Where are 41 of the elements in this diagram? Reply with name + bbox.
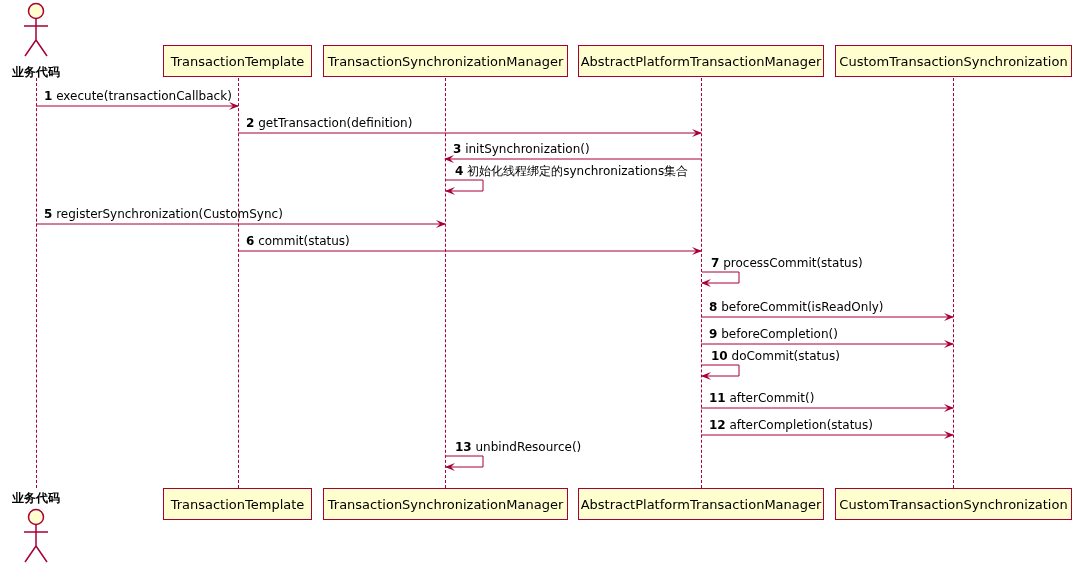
participant-box: CustomTransactionSynchronization (835, 45, 1072, 77)
participant-box: AbstractPlatformTransactionManager (578, 45, 824, 77)
message-arrow (700, 313, 954, 321)
participant-box: TransactionSynchronizationManager (323, 45, 568, 77)
self-message-arrow (445, 179, 484, 195)
message-label: 9 beforeCompletion() (709, 327, 838, 341)
lifeline (953, 78, 955, 488)
lifeline (445, 78, 447, 488)
message-label: 4 初始化线程绑定的synchronizations集合 (455, 164, 689, 178)
participant-box: CustomTransactionSynchronization (835, 488, 1072, 520)
message-label: 5 registerSynchronization(CustomSync) (44, 207, 283, 221)
message-label: 1 execute(transactionCallback) (44, 89, 232, 103)
self-message-arrow (701, 271, 740, 287)
message-label: 6 commit(status) (246, 234, 350, 248)
message-label: 12 afterCompletion(status) (709, 418, 873, 432)
lifeline (701, 78, 703, 488)
lifeline (36, 78, 38, 488)
message-arrow (237, 247, 702, 255)
message-label: 3 initSynchronization() (453, 142, 590, 156)
message-label: 11 afterCommit() (709, 391, 815, 405)
message-arrow (700, 404, 954, 412)
self-message-arrow (445, 455, 484, 471)
participant-box: TransactionSynchronizationManager (323, 488, 568, 520)
self-message-arrow (701, 364, 740, 380)
lifeline (238, 78, 240, 488)
message-label: 10 doCommit(status) (711, 349, 840, 363)
message-arrow (700, 340, 954, 348)
participant-box: TransactionTemplate (163, 488, 312, 520)
message-label: 2 getTransaction(definition) (246, 116, 413, 130)
actor-name: 业务代码 (11, 64, 61, 81)
actor-name: 业务代码 (11, 490, 61, 507)
message-arrow (444, 155, 702, 163)
message-arrow (237, 129, 702, 137)
participant-box: TransactionTemplate (163, 45, 312, 77)
message-arrow (35, 220, 446, 228)
message-arrow (35, 102, 239, 110)
message-label: 13 unbindResource() (455, 440, 582, 454)
message-label: 8 beforeCommit(isReadOnly) (709, 300, 884, 314)
participant-box: AbstractPlatformTransactionManager (578, 488, 824, 520)
message-arrow (700, 431, 954, 439)
message-label: 7 processCommit(status) (711, 256, 863, 270)
